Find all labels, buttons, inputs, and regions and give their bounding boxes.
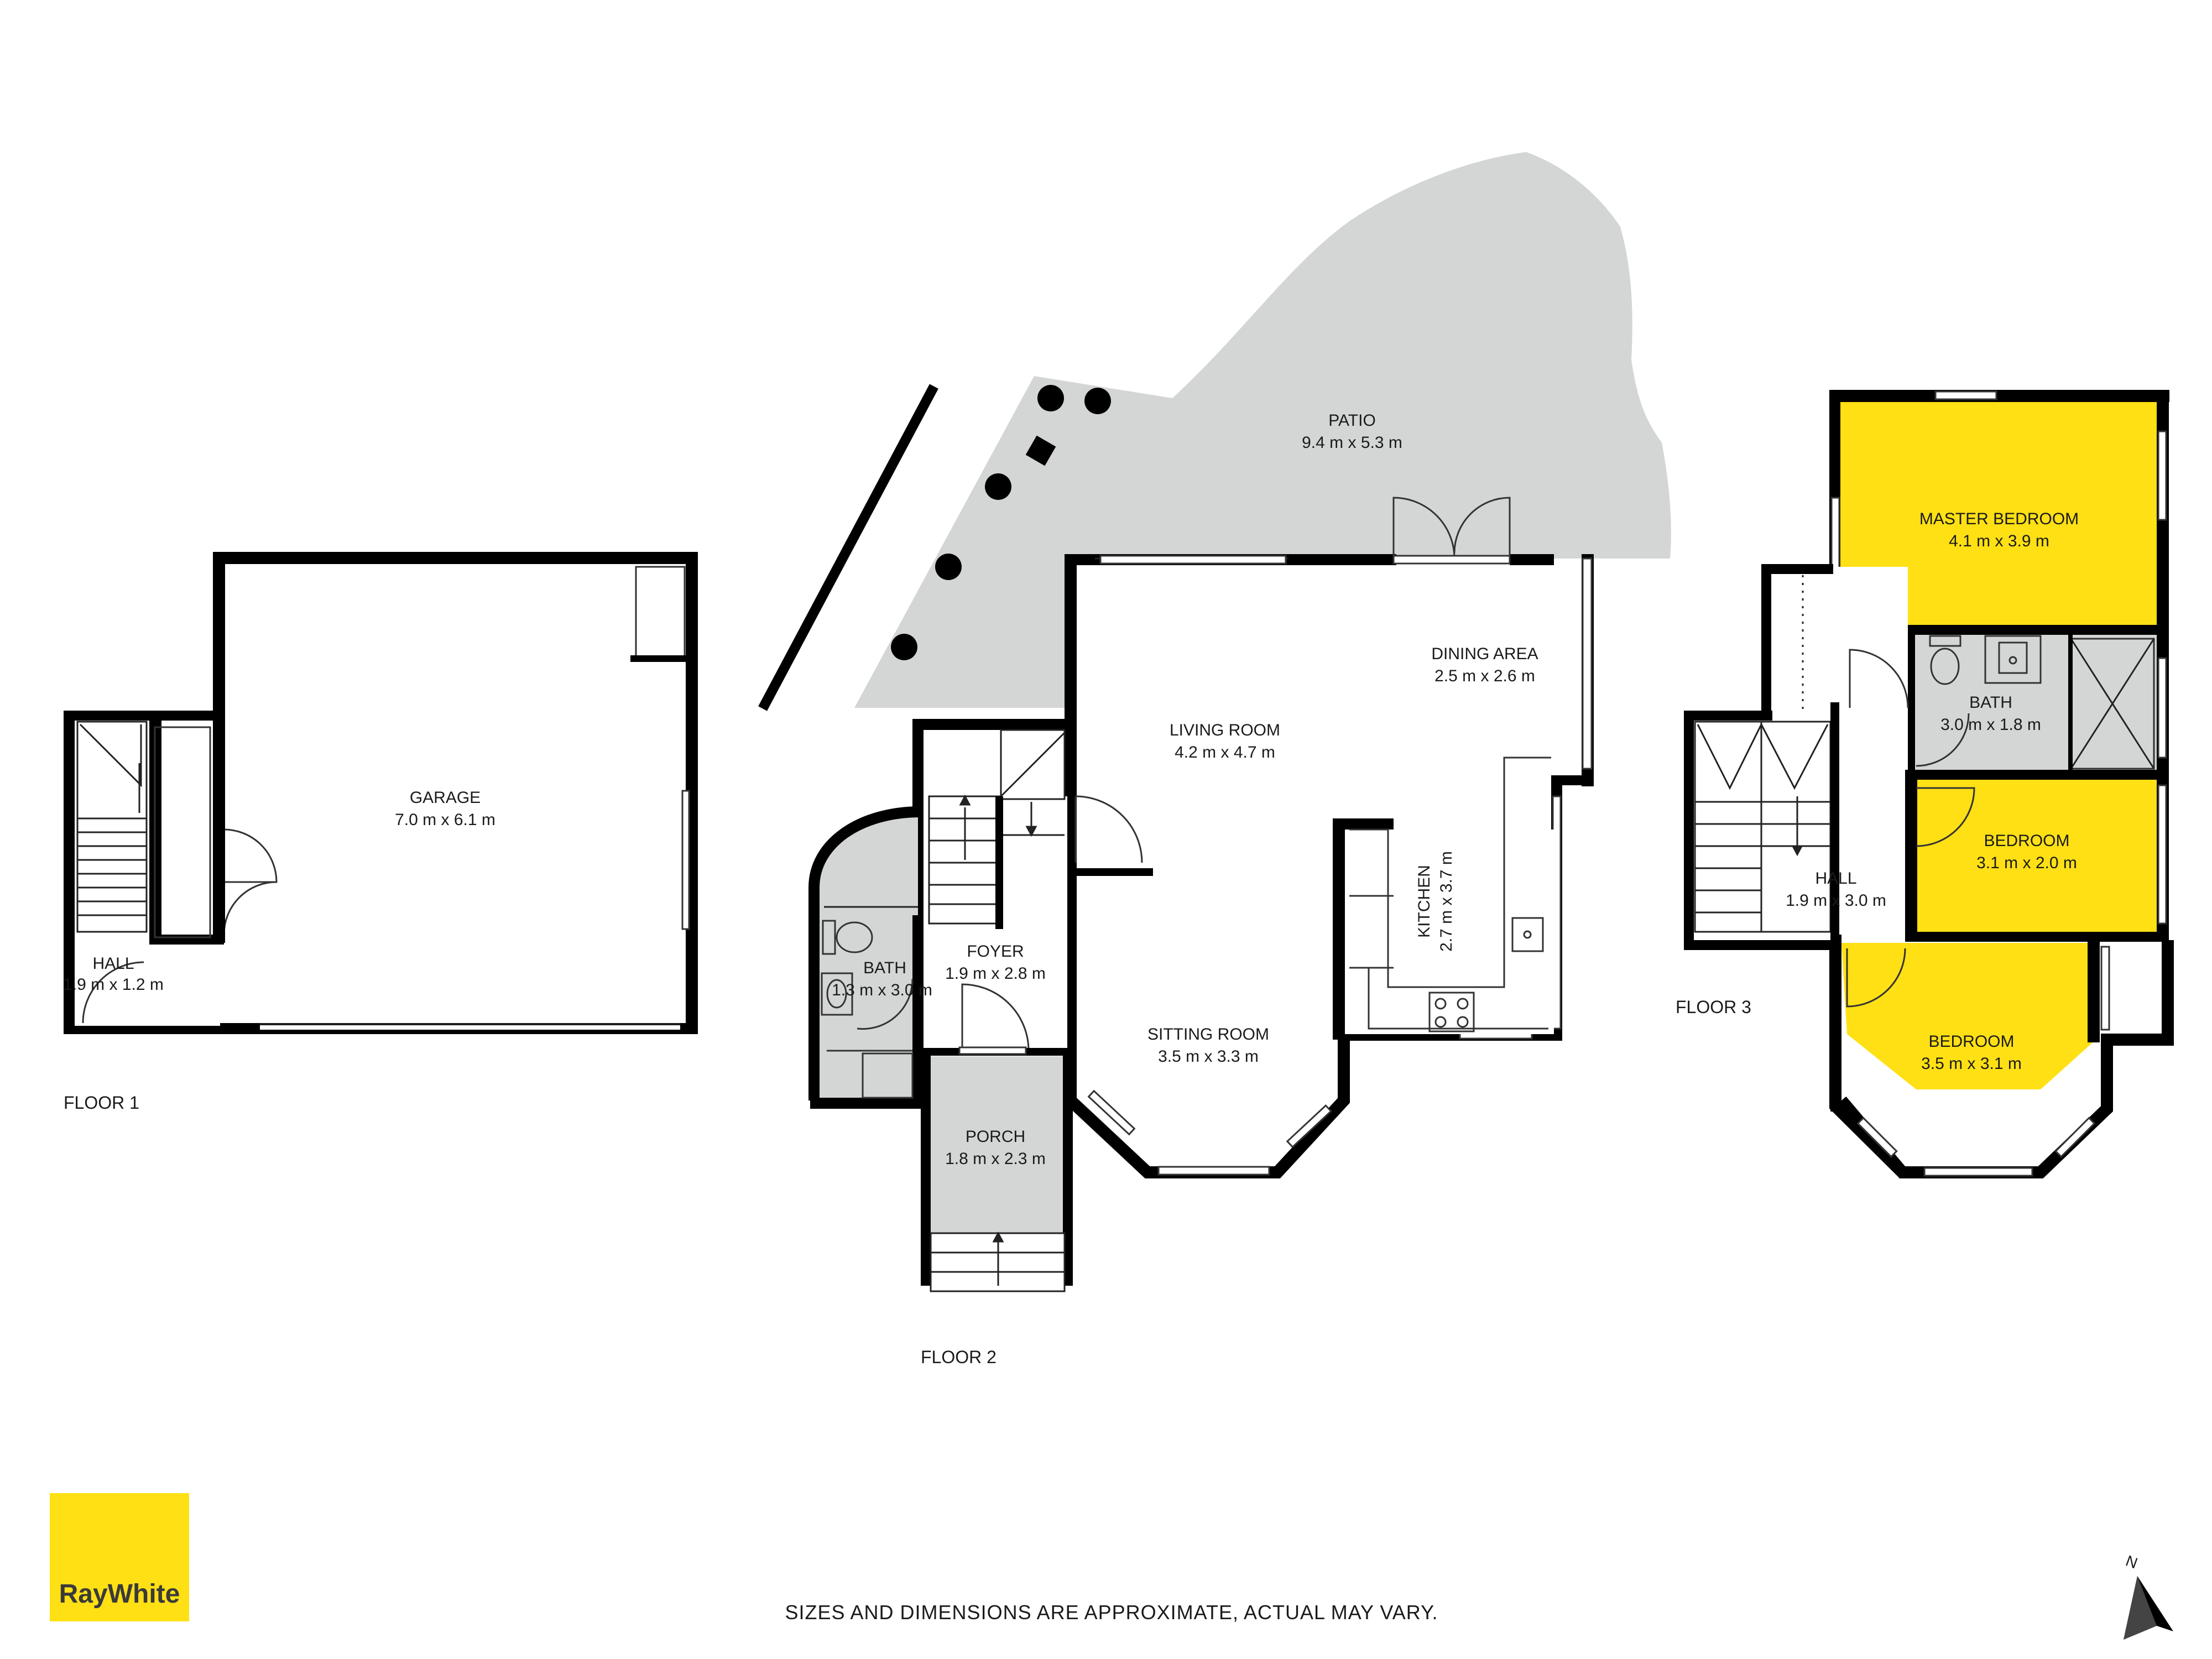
foyer-door [961, 983, 1030, 1051]
room-name-bath-f3: BATH [1969, 693, 2012, 712]
stairs-f1 [76, 721, 148, 933]
logo-text: RayWhite [59, 1579, 180, 1609]
room-name-kitchen: KITCHEN [1415, 865, 1433, 938]
room-name-patio: PATIO [1328, 411, 1376, 430]
room-name-bath-f2: BATH [863, 959, 906, 977]
room-name-master-bedroom: MASTER BEDROOM [1919, 510, 2079, 528]
kitchen-counter [1349, 757, 1551, 1030]
room-dims-foyer: 1.9 m x 2.8 m [945, 964, 1046, 983]
bedroom-mid-door [1916, 787, 1975, 847]
patio-edge [758, 384, 938, 711]
patio-french-door [1392, 497, 1511, 559]
room-dims-bath-f2: 1.3 m x 3.0 m [832, 981, 932, 999]
room-name-foyer: FOYER [967, 942, 1024, 961]
raywhite-logo: RayWhite [50, 1493, 189, 1621]
compass-label: N [2124, 1552, 2140, 1572]
room-dims-bath-f3: 3.0 m x 1.8 m [1940, 716, 2041, 734]
room-dims-hall-f1: 1.9 m x 1.2 m [63, 975, 164, 994]
kitchen-area [1344, 830, 1554, 1034]
room-name-hall-f3: HALL [1815, 869, 1856, 888]
toilet-f3-icon [1929, 635, 1961, 647]
vanity-icon [1984, 635, 2042, 684]
room-name-bedroom-mid: BEDROOM [1984, 832, 2069, 850]
floor-label-1: FLOOR 1 [64, 1093, 139, 1113]
bedroom-lower-wall-fill [1836, 1100, 1848, 1112]
patio-area [854, 152, 1671, 708]
room-name-bedroom-lower: BEDROOM [1928, 1032, 2014, 1051]
living-door [1074, 795, 1143, 863]
basin-icon [821, 972, 853, 1016]
room-dims-bedroom-lower: 3.5 m x 3.1 m [1921, 1055, 2022, 1073]
room-dims-dining-area: 2.5 m x 2.6 m [1434, 667, 1535, 685]
room-name-dining-area: DINING AREA [1431, 645, 1538, 663]
stairs-f3 [1694, 721, 1832, 933]
hall-f3-area [1775, 567, 1908, 943]
garage-area [218, 559, 691, 1034]
room-name-sitting-room: SITTING ROOM [1147, 1025, 1269, 1044]
room-dims-living-room: 4.2 m x 4.7 m [1175, 743, 1275, 761]
room-dims-garage: 7.0 m x 6.1 m [395, 811, 495, 829]
floor-label-2: FLOOR 2 [921, 1347, 997, 1367]
room-dims-hall-f3: 1.9 m x 3.0 m [1786, 891, 1886, 910]
north-arrow-icon: N [2124, 1552, 2173, 1640]
sitting-room-bay-wall [1066, 1040, 1350, 1178]
room-dims-porch: 1.8 m x 2.3 m [945, 1150, 1046, 1168]
floor-2: PATIO 9.4 m x 5.3 m DINING AREA 2.5 m x … [758, 152, 1671, 1367]
floor-label-3: FLOOR 3 [1676, 997, 1751, 1017]
hall-f1-wall-top [64, 711, 224, 721]
bath-f2-area [818, 816, 918, 1098]
bath-f3-area [1913, 633, 2157, 771]
room-dims-kitchen: 2.7 m x 3.7 m [1437, 851, 1455, 952]
logo-square [50, 1493, 189, 1621]
room-name-hall-f1: HALL [92, 954, 134, 973]
floor-1: HALL 1.9 m x 1.2 m GARAGE 7.0 m x 6.1 m … [63, 552, 698, 1113]
cooktop-icon [1428, 992, 1475, 1032]
room-dims-patio: 9.4 m x 5.3 m [1302, 434, 1402, 452]
porch-steps [930, 1231, 1066, 1292]
porch-area [929, 1056, 1065, 1233]
floor-3: MASTER BEDROOM 4.1 m x 3.9 m BATH 3.0 m … [1676, 390, 2174, 1178]
room-name-living-room: LIVING ROOM [1170, 721, 1280, 739]
bedroom-mid-area [1916, 780, 2157, 935]
bath-f2-curved-wall [808, 806, 921, 1100]
garage-wall-top [213, 552, 694, 564]
hall-f1-wall-left [64, 711, 75, 1034]
room-name-garage: GARAGE [410, 789, 481, 807]
room-dims-sitting-room: 3.5 m x 3.3 m [1158, 1047, 1259, 1066]
bedroom-lower-door [1846, 948, 1906, 1008]
wall-living-left [1065, 554, 1077, 1107]
toilet-icon [822, 920, 836, 955]
patio-post [1037, 385, 1064, 411]
sink-icon [1511, 917, 1544, 952]
room-dims-bedroom-mid: 3.1 m x 2.0 m [1976, 854, 2077, 872]
bedroom-lower-area [1841, 943, 2096, 1089]
window-living-top [1099, 555, 1287, 565]
garage-window [681, 790, 690, 930]
room-dims-master-bedroom: 4.1 m x 3.9 m [1949, 532, 2049, 550]
room-name-porch: PORCH [966, 1128, 1025, 1146]
disclaimer: SIZES AND DIMENSIONS ARE APPROXIMATE, AC… [785, 1601, 1438, 1624]
